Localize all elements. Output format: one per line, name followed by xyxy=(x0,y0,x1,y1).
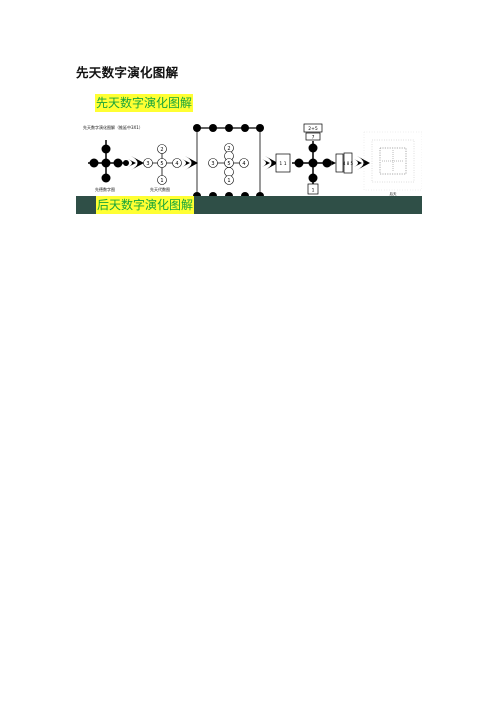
p2-num-right: 4 xyxy=(175,161,178,167)
arrow-3 xyxy=(262,156,278,170)
p4-box-top-2: 7 xyxy=(312,135,315,141)
panel2-number-cross: 2 3 5 4 1 xyxy=(143,144,182,185)
p3-num-top: 2 xyxy=(227,146,230,152)
p3-num-bottom: 1 xyxy=(227,178,230,184)
panel3-number-cross: 2 3 5 4 1 xyxy=(208,143,249,185)
caption-mid-bottom: 先天代数图 xyxy=(150,186,170,192)
section-heading-houtian: 后天数字演化图解 xyxy=(96,196,195,214)
panel3-frame xyxy=(193,124,264,196)
arrow-4 xyxy=(354,156,370,170)
panel1-black-cross xyxy=(88,140,129,183)
p4-box-left: 1 1 xyxy=(279,161,286,167)
evolution-figure-strip: 先天数字演化图解（推延中3X1） 先德数字图 2 3 5 4 1 先天代数图 xyxy=(76,116,422,196)
page-title: 先天数字演化图解 xyxy=(76,65,179,80)
panel4-boxes-cross: 2+5 7 1 1 1 4 8 5 xyxy=(275,123,354,195)
panel5-dotted-square xyxy=(363,131,422,191)
p2-num-top: 2 xyxy=(160,147,163,153)
p3-num-right: 4 xyxy=(242,161,245,167)
panel5-caption: 后天 xyxy=(390,191,398,196)
caption-left-bottom: 先德数字图 xyxy=(95,186,115,192)
arrow-2 xyxy=(182,156,198,170)
p2-num-center: 5 xyxy=(160,161,163,167)
p3-num-left: 3 xyxy=(211,161,214,167)
p3-num-center: 5 xyxy=(227,161,230,167)
p2-num-bottom: 1 xyxy=(160,178,163,184)
caption-top-left: 先天数字演化图解（推延中3X1） xyxy=(83,124,143,130)
arrow-1 xyxy=(128,156,144,170)
p4-box-bottom: 1 xyxy=(312,188,315,194)
p2-num-left: 3 xyxy=(146,161,149,167)
section-heading-xiantian: 先天数字演化图解 xyxy=(95,94,194,112)
p4-box-right-stack: 4 8 5 xyxy=(343,161,354,166)
p4-box-top-1: 2+5 xyxy=(308,126,318,132)
